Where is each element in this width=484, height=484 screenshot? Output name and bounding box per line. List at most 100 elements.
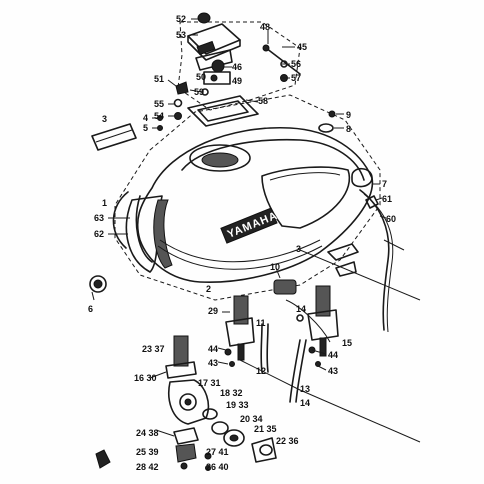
tank-assembly-outline — [114, 94, 381, 301]
bolt-5 — [157, 125, 163, 131]
plate-21-35 — [251, 437, 277, 463]
cap-holder-51 — [175, 81, 189, 95]
fuel-cock-body-29 — [225, 317, 255, 347]
gasket-24-38 — [173, 427, 199, 445]
cap-bolt-52 — [197, 12, 211, 24]
label-2337: 23 37 — [142, 344, 165, 354]
label-48: 48 — [260, 22, 270, 32]
fuel-cock-outlet-left — [237, 343, 245, 361]
label-59: 59 — [194, 87, 204, 97]
label-29: 29 — [208, 306, 218, 316]
tank-top-ridge — [181, 138, 365, 181]
label-60: 60 — [386, 214, 396, 224]
label-6: 6 — [88, 304, 93, 314]
label-54: 54 — [154, 111, 164, 121]
fuel-cock-exploded — [95, 335, 277, 471]
screw-44a — [224, 348, 232, 356]
screw-28-42 — [180, 462, 188, 470]
cock-body-port-core — [184, 398, 192, 406]
o-ring-plate-16-30 — [165, 361, 197, 379]
clip-61 — [365, 195, 379, 209]
label-2034: 20 34 — [240, 414, 263, 424]
filler-cap-edge — [187, 35, 241, 61]
label-44b: 44 — [328, 350, 338, 360]
label-2438: 24 38 — [136, 428, 159, 438]
label-4: 4 — [143, 113, 148, 123]
grommet-7 — [351, 167, 373, 188]
plate-21-35-hole — [259, 444, 273, 456]
screw-43a — [229, 361, 235, 367]
emblem-card-3 — [91, 123, 137, 151]
cup-25-39 — [175, 443, 197, 463]
lever-20-34 — [223, 429, 245, 447]
cock-body-port — [179, 393, 197, 411]
label-2842: 28 42 — [136, 462, 159, 472]
label-8: 8 — [346, 124, 351, 134]
fuel-pipe-13-edge — [295, 339, 307, 403]
strainer-23-37 — [173, 335, 189, 367]
knee-pad-inner — [135, 195, 153, 263]
breather-hose-60-edge — [363, 193, 394, 333]
label-1832: 18 32 — [220, 388, 243, 398]
label-61: 61 — [382, 194, 392, 204]
label-7: 7 — [382, 179, 387, 189]
fuel-cock-body-15 — [307, 309, 339, 341]
damper-6 — [89, 275, 107, 293]
bolt-9 — [328, 110, 336, 118]
label-2135: 21 35 — [254, 424, 277, 434]
fuel-strainer-left — [233, 295, 249, 325]
tank-mount-bracket — [327, 243, 359, 261]
label-49: 49 — [232, 76, 242, 86]
label-1: 1 — [102, 198, 107, 208]
label-43b: 43 — [328, 366, 338, 376]
bolt-48-head — [262, 44, 270, 52]
leader-lines — [91, 18, 387, 437]
label-51: 51 — [154, 74, 164, 84]
tank-emblem-panel — [261, 166, 351, 229]
label-50: 50 — [196, 72, 206, 82]
callout-labels: 52 53 48 45 56 57 46 51 50 49 55 59 54 5… — [88, 14, 396, 472]
emblem-card-line — [95, 129, 133, 143]
fuel-cock-left — [224, 295, 255, 367]
screw-43b — [315, 361, 321, 367]
label-14b: 14 — [300, 398, 310, 408]
label-55: 55 — [154, 99, 164, 109]
label-2640: 26 40 — [206, 462, 229, 472]
screw-54 — [174, 112, 182, 120]
frame-bracket-line — [383, 239, 405, 251]
filler-ring-inner — [197, 100, 249, 122]
tank-filler-neck — [189, 144, 251, 172]
label-62: 62 — [94, 229, 104, 239]
fuel-pipe-13 — [289, 339, 301, 403]
fuel-pipe-12 — [260, 323, 263, 373]
knee-pad-trim — [153, 199, 173, 269]
gasket-18-32 — [202, 408, 218, 420]
guide-line-2 — [285, 299, 331, 343]
label-1731: 17 31 — [198, 378, 221, 388]
drain-plug — [95, 449, 111, 469]
oring-19-33 — [211, 421, 229, 435]
label-44a: 44 — [208, 344, 218, 354]
tank-outline — [136, 126, 374, 284]
washer-26-40 — [205, 465, 211, 471]
label-53: 53 — [176, 30, 186, 40]
label-2236: 22 36 — [276, 436, 299, 446]
hose-63 — [112, 191, 129, 249]
cap-lock-plate — [195, 49, 233, 71]
label-45: 45 — [297, 42, 307, 52]
tank-logo-plate — [220, 207, 278, 244]
label-11: 11 — [256, 318, 266, 328]
label-1933: 19 33 — [226, 400, 249, 410]
label-2: 2 — [206, 284, 211, 294]
tank-stripe-1 — [159, 239, 321, 263]
damper-6-core — [93, 279, 103, 289]
damper-10 — [273, 279, 297, 295]
label-52: 52 — [176, 14, 186, 24]
label-63: 63 — [94, 213, 104, 223]
breather-hose-60 — [359, 189, 390, 331]
cap-spring-50 — [203, 71, 231, 85]
fuel-strainer-right — [315, 285, 331, 317]
label-12: 12 — [256, 366, 266, 376]
lever-20-34-core — [229, 434, 239, 442]
